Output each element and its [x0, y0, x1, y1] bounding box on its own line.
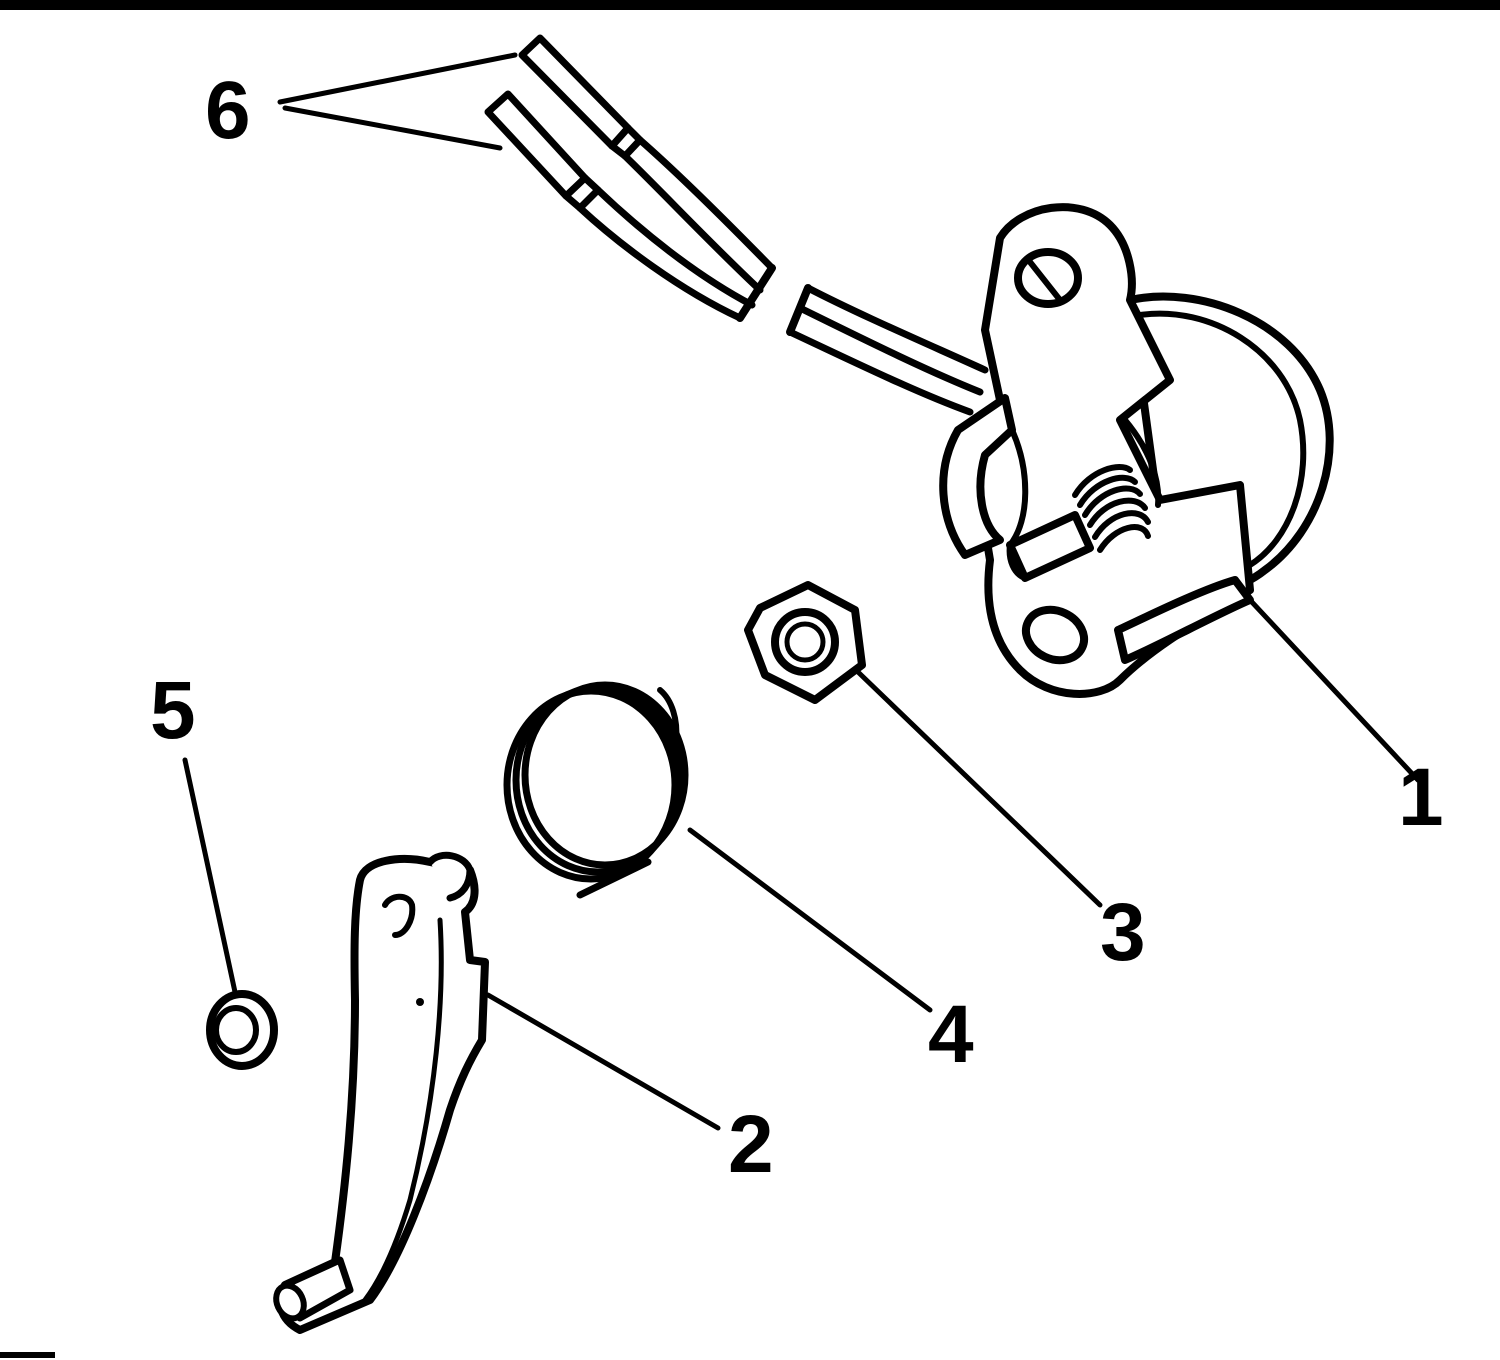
part-label-4: 4 — [928, 989, 974, 1080]
corner-mark — [0, 1352, 55, 1358]
lever-dot — [416, 998, 424, 1006]
coil-spring-part-4 — [503, 681, 689, 899]
part-label-3: 3 — [1100, 887, 1146, 978]
part-label-1: 1 — [1398, 752, 1444, 843]
leader-line-part-2 — [485, 992, 721, 1131]
leader-line-part-6-upper — [277, 52, 518, 105]
leader-line-part-6-lower — [282, 105, 503, 151]
leader-line-part-5 — [182, 757, 238, 995]
leader-line-part-1 — [1247, 597, 1421, 783]
hex-nut-part-3 — [744, 581, 866, 704]
wire-leads-part-6 — [484, 34, 989, 416]
switch-body-part-1 — [939, 203, 1334, 698]
spring-coil — [1072, 464, 1151, 553]
part-label-2: 2 — [728, 1099, 774, 1190]
part-label-6: 6 — [205, 65, 251, 156]
washer-part-5 — [206, 990, 278, 1070]
part-label-5: 5 — [150, 665, 196, 756]
leader-line-part-3 — [855, 669, 1103, 908]
top-border — [0, 0, 1500, 10]
lever-arm-part-2 — [273, 851, 489, 1334]
leader-line-part-4 — [687, 827, 933, 1013]
